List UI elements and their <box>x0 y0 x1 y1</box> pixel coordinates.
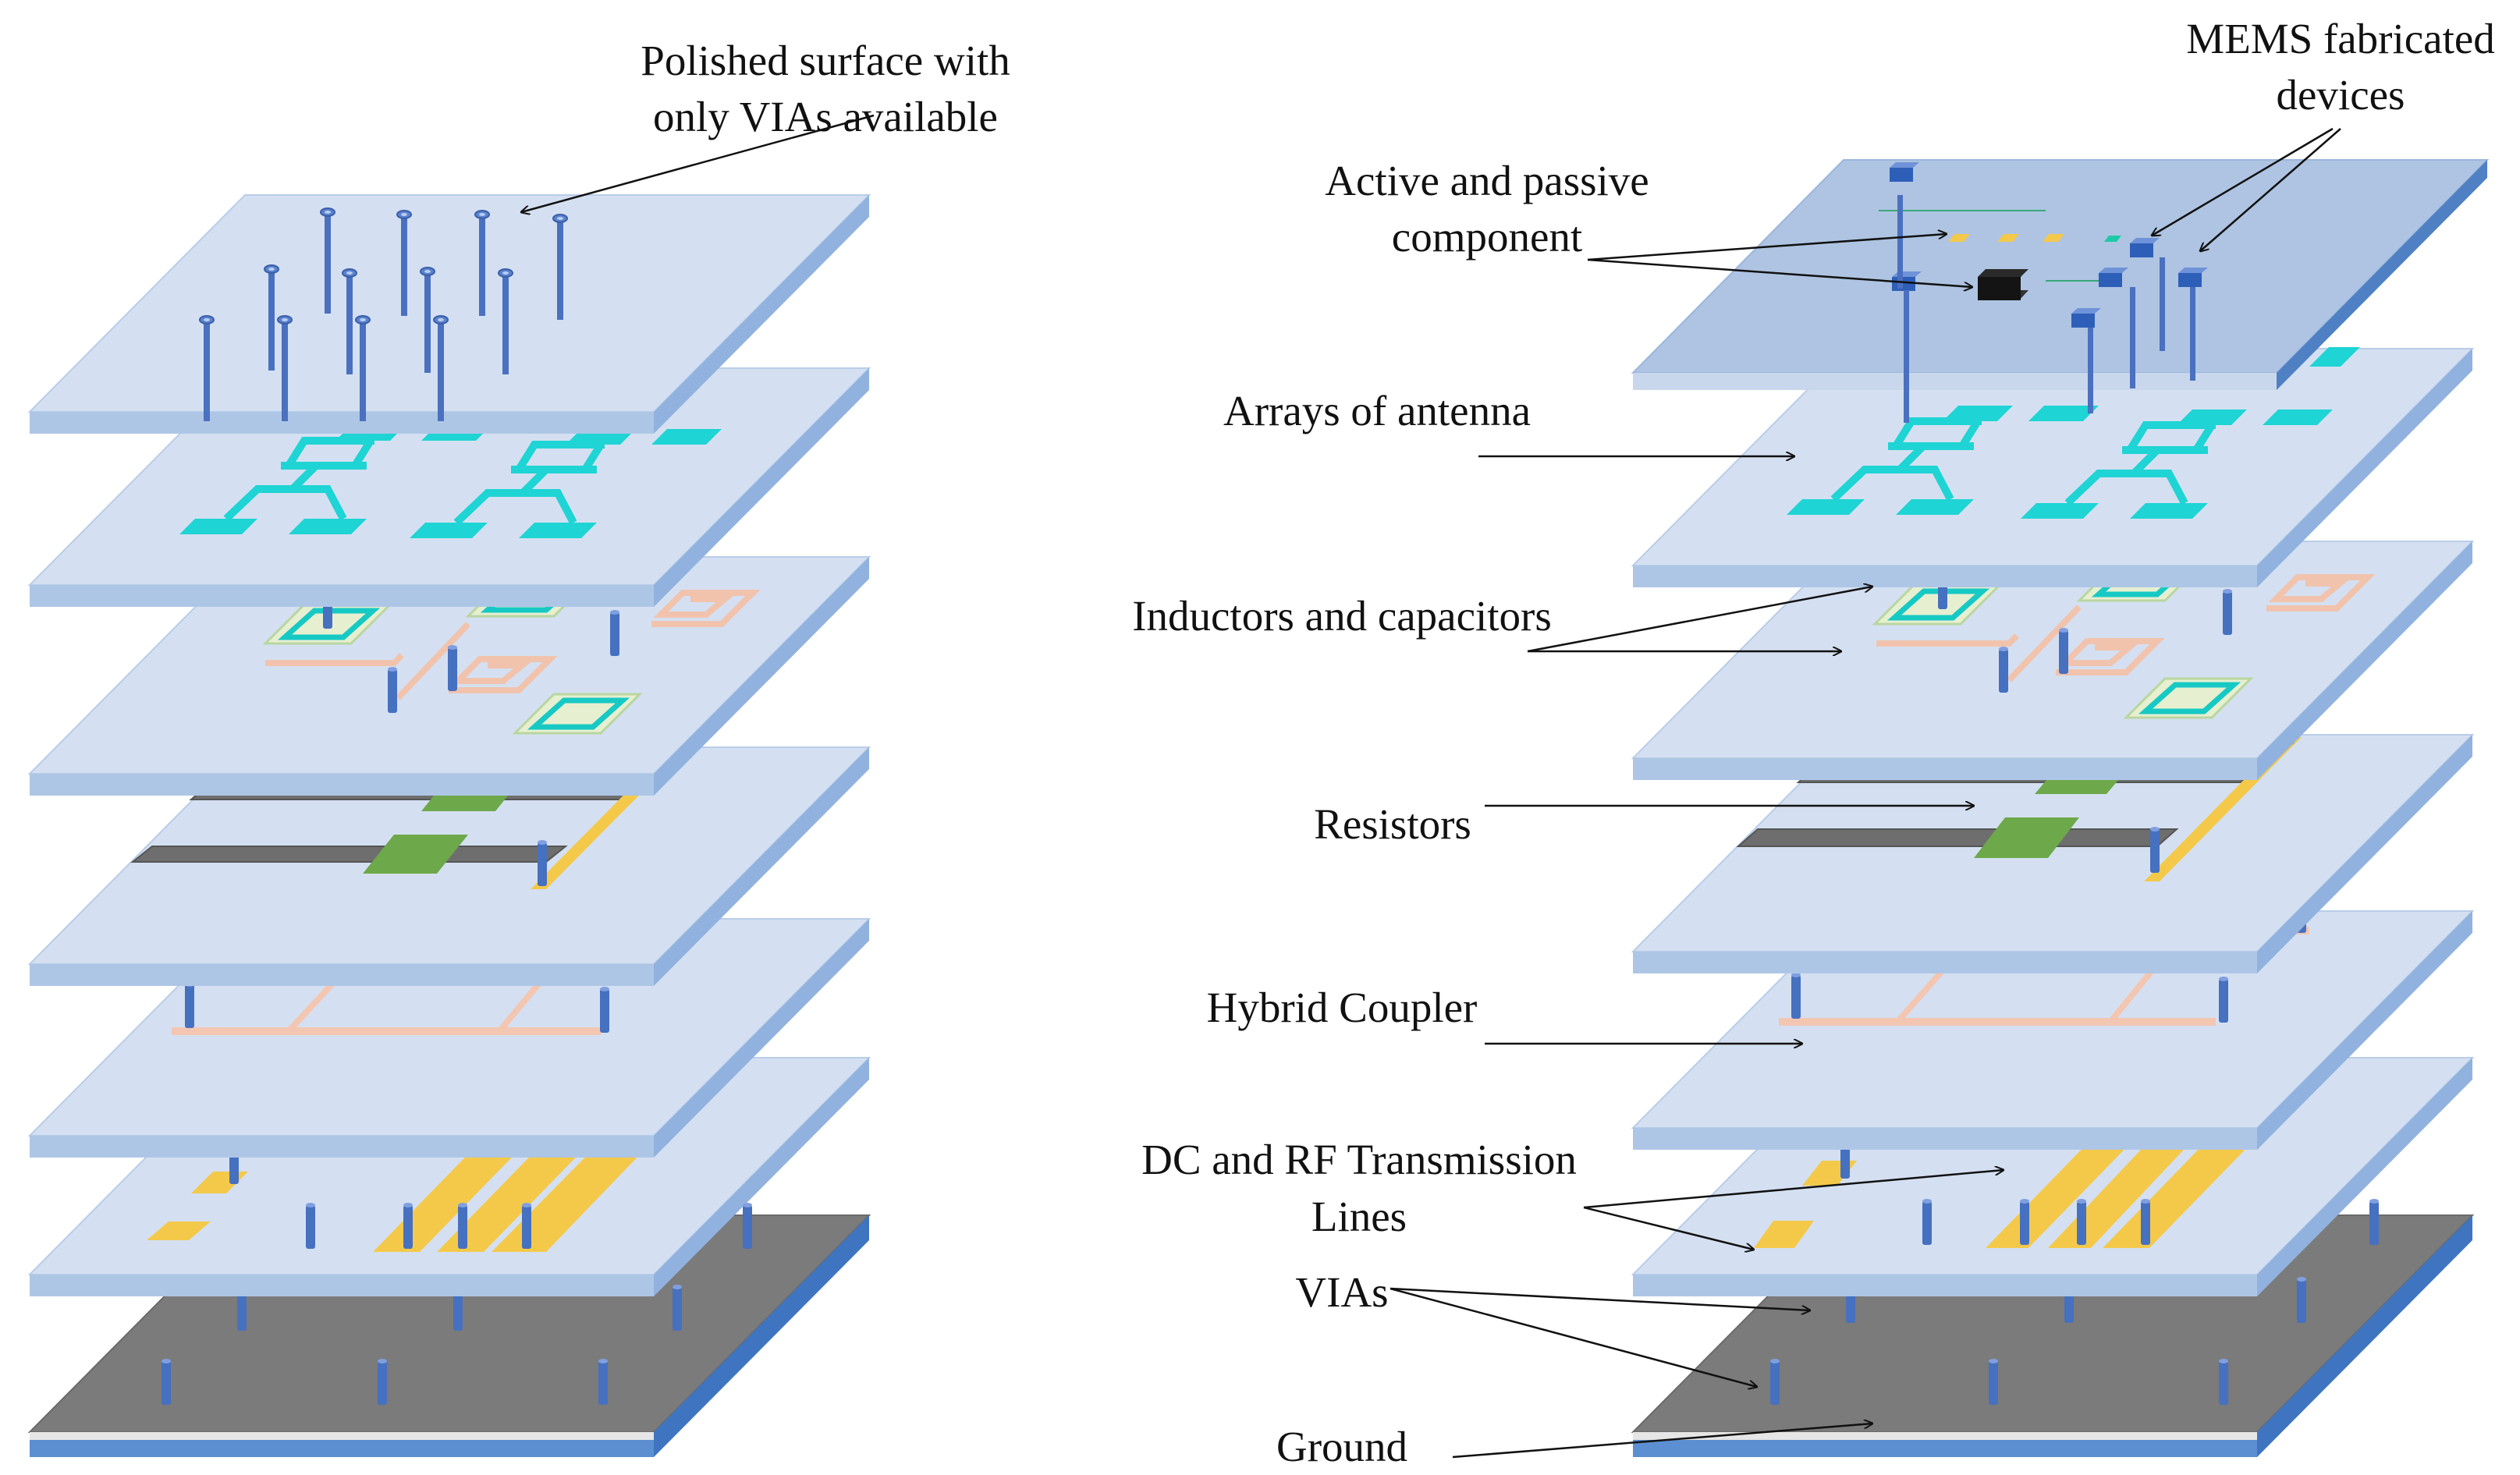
coupler-label: Hybrid Coupler <box>1207 984 1478 1031</box>
mems-arrow-2 <box>2200 128 2341 251</box>
right-stack: MEMS fabricated devices Active and passi… <box>1132 15 2495 1470</box>
left-top-annotation-line1: Polished surface with <box>641 37 1010 84</box>
left-stack: Polished surface with only VIAs availabl… <box>29 37 1010 1458</box>
active-passive-label-line1: Active and passive <box>1325 157 1649 204</box>
antenna-label: Arrays of antenna <box>1223 387 1531 434</box>
vias-arrow-1 <box>1390 1287 1810 1310</box>
vias-arrow-2 <box>1390 1287 1757 1387</box>
transmission-label-line2: Lines <box>1311 1193 1407 1240</box>
ground-label: Ground <box>1276 1423 1407 1470</box>
active-passive-arrow-2 <box>1587 258 1972 287</box>
mems-label-line1: MEMS fabricated <box>2186 15 2495 62</box>
ground-arrow <box>1452 1424 1872 1459</box>
left-top-annotation-line2: only VIAs available <box>653 93 998 140</box>
vias-label: VIAs <box>1295 1268 1388 1316</box>
left-inductor-layer <box>29 555 870 796</box>
inductors-label: Inductors and capacitors <box>1132 592 1552 640</box>
active-passive-arrow-1 <box>1587 234 1947 261</box>
resistors-label: Resistors <box>1314 800 1471 848</box>
mems-label-line2: devices <box>2277 71 2405 119</box>
transmission-label-line1: DC and RF Transmission <box>1141 1136 1577 1183</box>
right-top-layer <box>1631 159 2490 423</box>
mems-arrow-1 <box>2152 127 2334 236</box>
transmission-arrow-1 <box>1583 1170 2004 1209</box>
chip-icon <box>1978 269 2028 300</box>
inductors-arrow-1 <box>1527 587 1872 653</box>
transmission-arrow-2 <box>1583 1206 1754 1250</box>
left-top-annotation-arrow <box>521 114 875 212</box>
right-inductor-layer <box>1632 536 2473 781</box>
active-passive-label-line2: component <box>1392 213 1582 261</box>
